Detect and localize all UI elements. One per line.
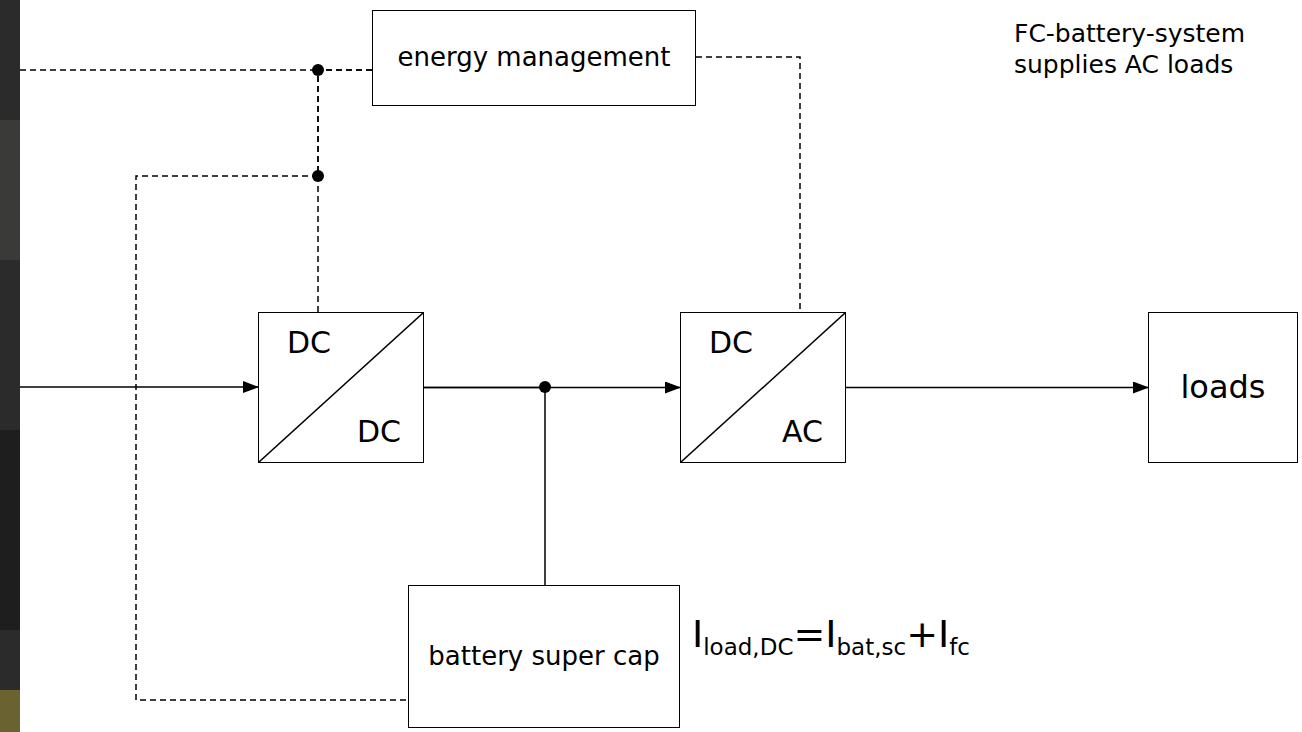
photo-strip	[0, 0, 20, 732]
photo-strip	[0, 690, 20, 732]
control-box: energy management	[372, 10, 696, 106]
signal-line	[20, 69, 318, 71]
dcac-converter: DC AC	[680, 312, 846, 463]
control-line	[318, 70, 372, 312]
converter-label: DC	[709, 325, 753, 361]
equation-term: +I	[906, 612, 949, 656]
converter-label: DC	[357, 414, 401, 450]
photo-strip	[0, 430, 20, 630]
power-line	[424, 388, 545, 586]
box-label: loads	[1180, 368, 1265, 406]
power-line	[846, 387, 1148, 389]
dcdc-converter: DC DC	[258, 312, 424, 463]
input-arrow	[20, 386, 258, 388]
box-label: battery super cap	[428, 641, 659, 672]
load-box: loads	[1148, 312, 1298, 463]
storage-box: battery super cap	[408, 585, 680, 728]
converter-label: DC	[287, 325, 331, 361]
photo-strip	[0, 120, 20, 260]
note-text: FC-battery-system supplies AC loads	[1014, 18, 1296, 81]
converter-label: AC	[782, 414, 823, 450]
equation-subscript: fc	[949, 634, 970, 660]
equation-term: I	[692, 612, 703, 656]
box-label: energy management	[397, 42, 670, 73]
control-line	[696, 57, 800, 312]
current-equation: Iload,DC=Ibat,sc+Ifc	[692, 612, 970, 660]
equation-subscript: bat,sc	[837, 634, 907, 660]
equation-term: =I	[793, 612, 836, 656]
equation-subscript: load,DC	[703, 634, 793, 660]
